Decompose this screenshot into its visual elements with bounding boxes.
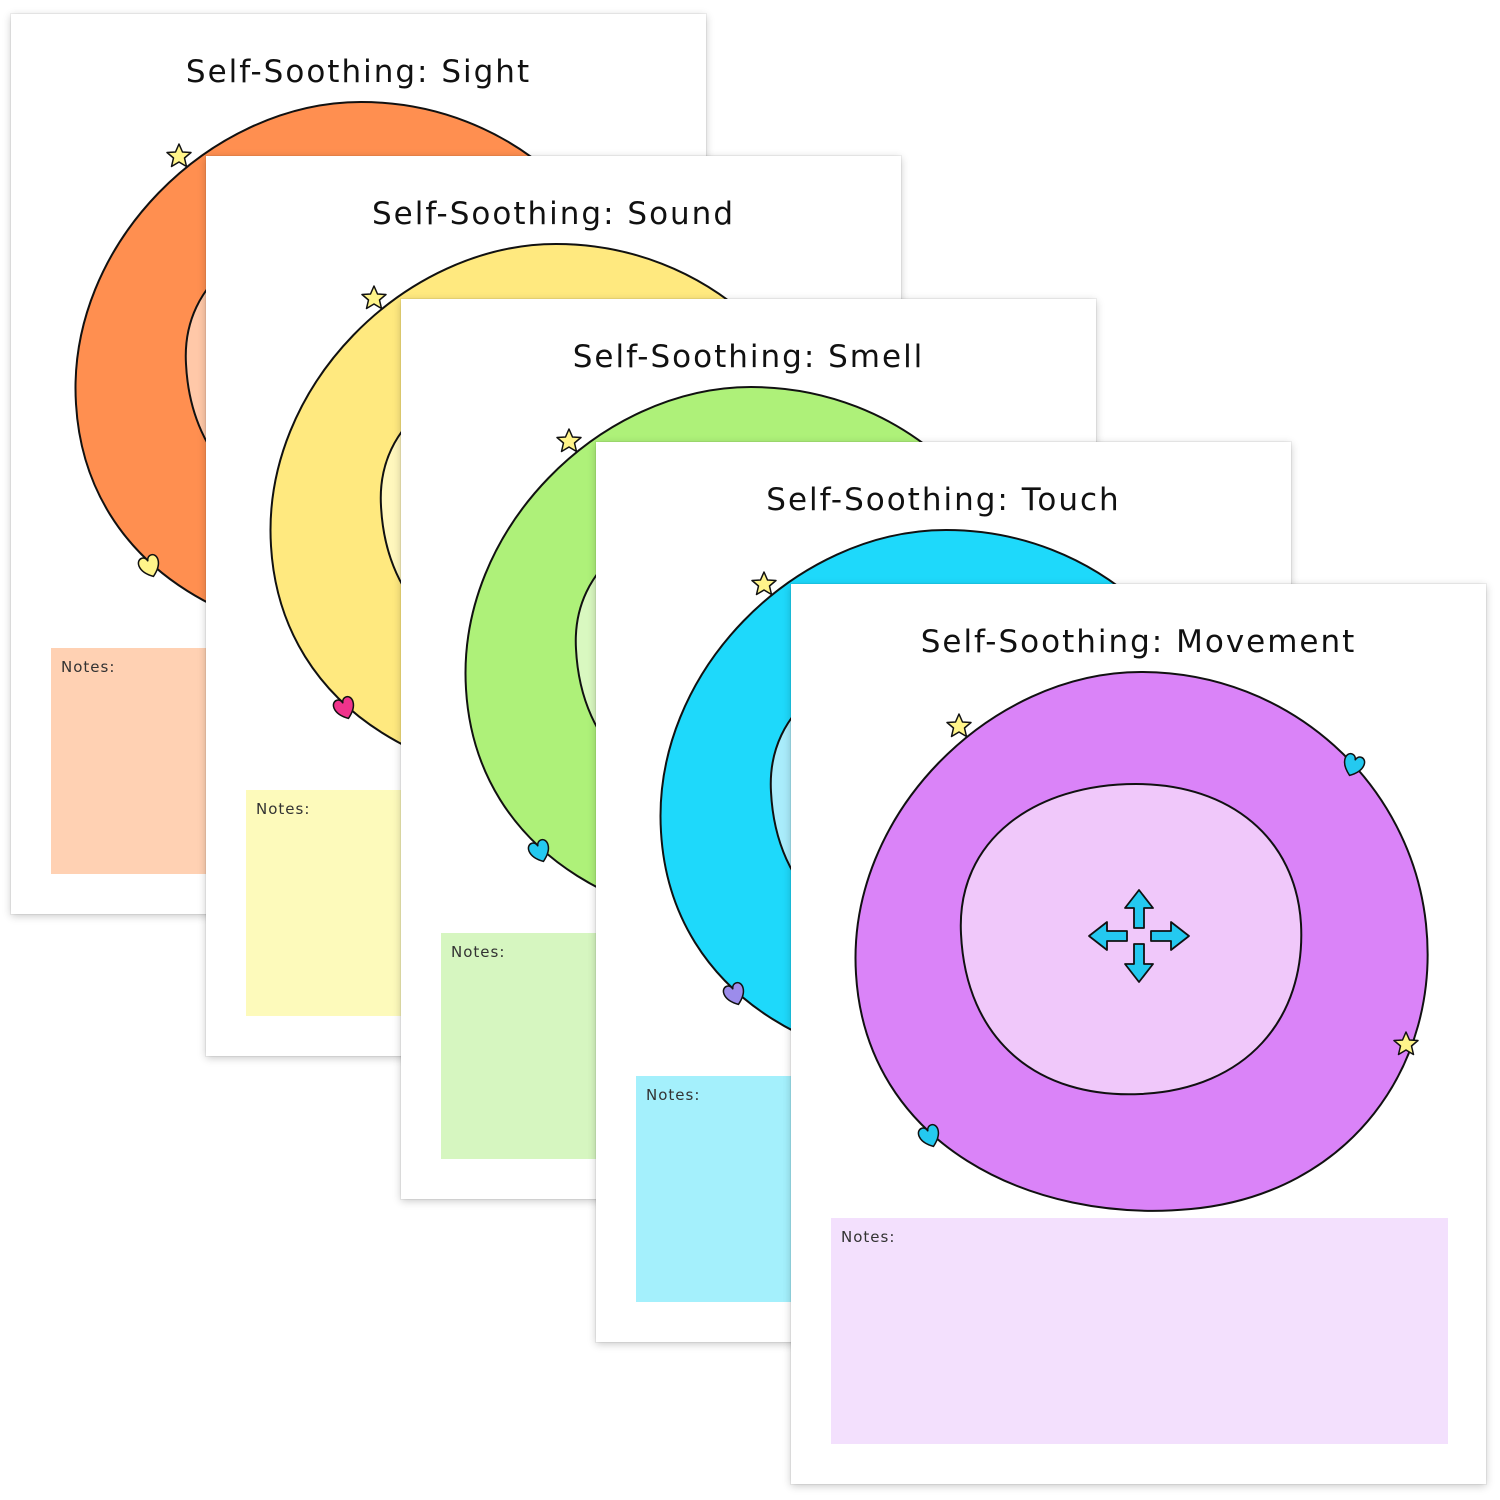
star-icon xyxy=(556,428,582,453)
star-icon xyxy=(946,713,972,738)
sheet-title: Self-Soothing: Movement xyxy=(920,624,1357,660)
sheet-title: Self-Soothing: Smell xyxy=(572,339,925,375)
star-icon xyxy=(166,143,192,168)
notes-box[interactable]: Notes: xyxy=(831,1218,1448,1444)
heart-icon xyxy=(527,838,550,863)
star-icon xyxy=(361,285,387,310)
sheet-title: Self-Soothing: Sound xyxy=(371,196,736,232)
star-icon xyxy=(751,571,777,596)
notes-label: Notes: xyxy=(451,943,506,961)
move-arrows-icon xyxy=(1088,889,1190,983)
heart-icon xyxy=(332,695,355,720)
heart-icon xyxy=(917,1123,940,1148)
target-circle-art xyxy=(854,670,1429,1212)
heart-icon xyxy=(137,553,160,578)
inner-ring xyxy=(959,782,1303,1096)
notes-label: Notes: xyxy=(646,1086,701,1104)
worksheet-movement: Self-Soothing: Movement Notes: xyxy=(791,584,1486,1484)
sheet-title: Self-Soothing: Sight xyxy=(185,54,532,90)
heart-icon xyxy=(1343,752,1366,777)
star-icon xyxy=(1393,1031,1419,1056)
notes-label: Notes: xyxy=(256,800,311,818)
notes-label: Notes: xyxy=(841,1228,896,1246)
notes-label: Notes: xyxy=(61,658,116,676)
sheet-title: Self-Soothing: Touch xyxy=(766,482,1121,518)
heart-icon xyxy=(722,981,745,1006)
